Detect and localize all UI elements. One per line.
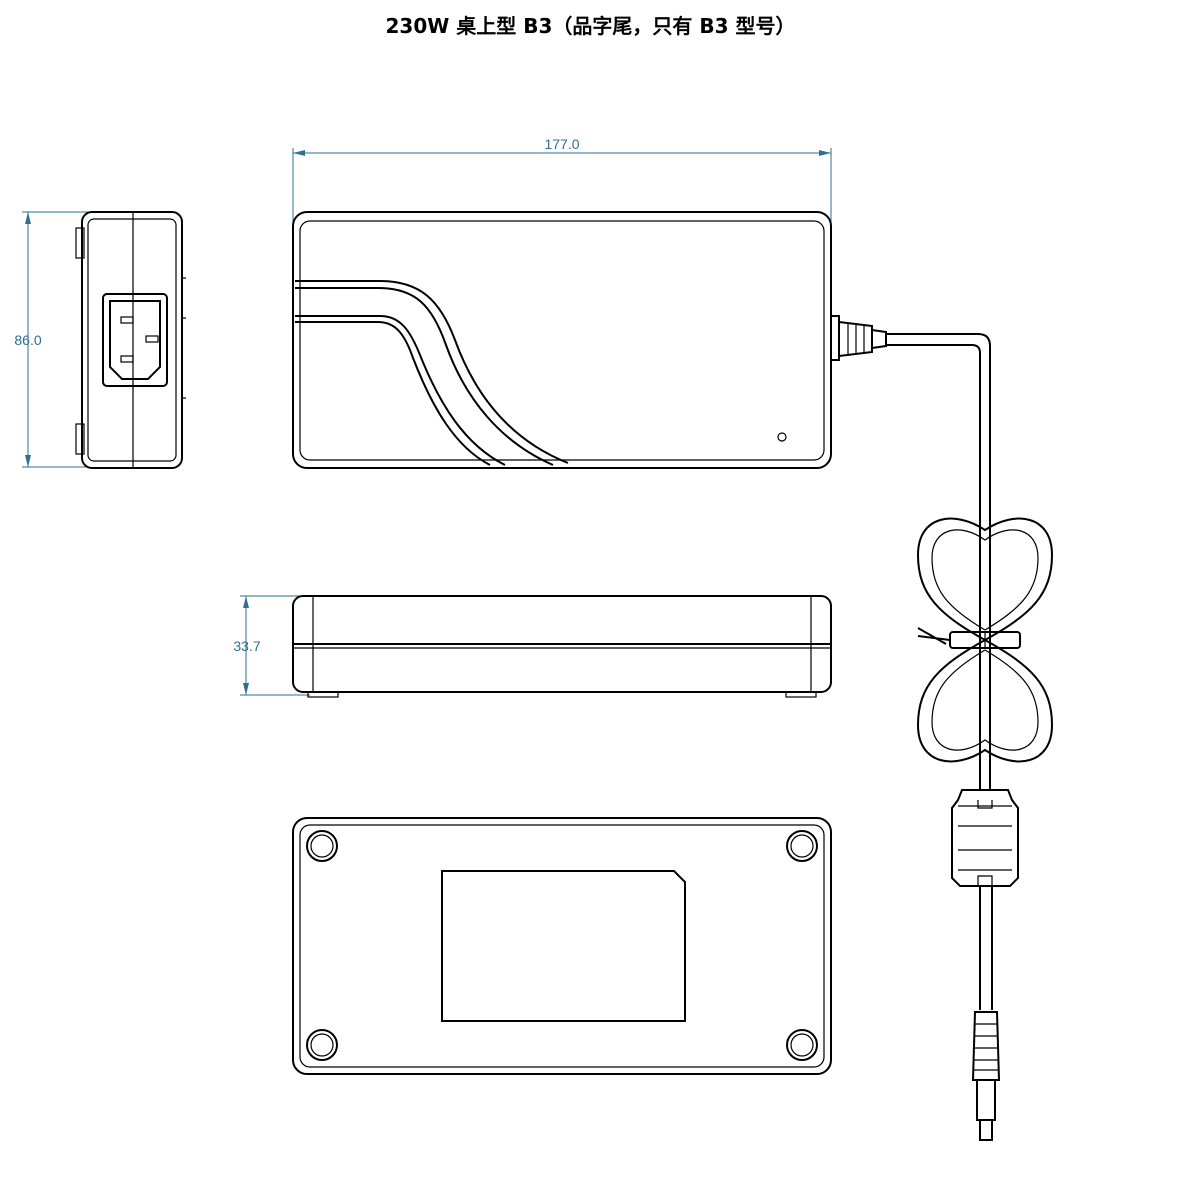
side-view-ac-inlet — [75, 211, 186, 469]
led-indicator-icon — [777, 432, 787, 442]
iec-inlet-icon — [109, 300, 161, 380]
dc-cable — [886, 333, 1054, 1141]
dc-plug-icon — [979, 1119, 993, 1141]
front-view — [292, 595, 832, 698]
width-label: 86.0 — [14, 332, 41, 348]
top-view — [292, 211, 887, 469]
width-dimension: 86.0 — [14, 211, 88, 468]
height-label: 33.7 — [233, 638, 260, 654]
bottom-view — [292, 817, 832, 1075]
height-dimension: 33.7 — [233, 595, 310, 696]
drawing-title: 230W 桌上型 B3（品字尾，只有 B3 型号） — [385, 14, 796, 38]
label-area — [441, 870, 686, 1022]
length-dimension: 177.0 — [292, 136, 832, 222]
length-label: 177.0 — [544, 136, 579, 152]
